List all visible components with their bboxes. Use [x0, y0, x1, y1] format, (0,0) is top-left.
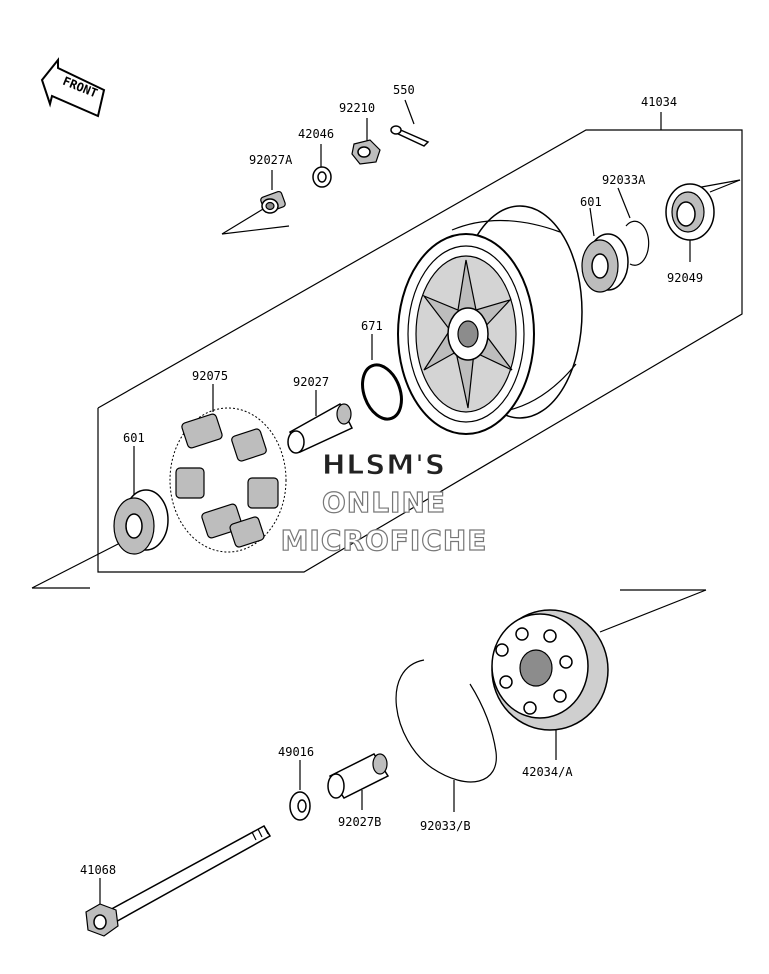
washer-42046-part — [312, 166, 332, 188]
cotter-pin-550-part — [390, 125, 430, 147]
label-41034: 41034 — [641, 95, 677, 109]
front-arrow-icon: FRONT — [40, 57, 106, 118]
watermark-line2: ONLINE — [322, 486, 446, 519]
label-92049: 92049 — [667, 271, 703, 285]
label-41068: 41068 — [80, 863, 116, 877]
label-92075: 92075 — [192, 369, 228, 383]
label-601-left: 601 — [123, 431, 145, 445]
sprocket-42034a-part — [491, 609, 609, 731]
circlip-92033a-part — [625, 220, 650, 266]
label-92027a: 92027A — [249, 153, 293, 167]
label-49016: 49016 — [278, 745, 314, 759]
washer-49016-part — [289, 791, 311, 821]
label-92210: 92210 — [339, 101, 375, 115]
collar-92027-part — [287, 402, 354, 454]
circlip-92033b-part — [395, 659, 497, 783]
leader-lines — [31, 99, 741, 910]
o-ring-671-part — [361, 363, 403, 421]
part-labels: 41034 550 92210 42046 92027A 92033A 601 … — [80, 83, 703, 877]
bearing-601-top-part — [581, 233, 629, 293]
watermark-line3: MICROFICHE — [281, 524, 488, 557]
bearing-601-left-part — [113, 489, 169, 555]
nut-92210-part — [351, 139, 381, 165]
label-92027: 92027 — [293, 375, 329, 389]
label-92033a: 92033A — [602, 173, 646, 187]
collar-92027b-part — [327, 753, 390, 799]
label-92027b: 92027B — [338, 815, 381, 829]
label-42046: 42046 — [298, 127, 334, 141]
damper-rubber-92075-part — [169, 407, 287, 553]
oil-seal-92049-part — [665, 183, 715, 241]
label-550: 550 — [393, 83, 415, 97]
hub-assembly-outline — [97, 129, 743, 573]
axle-41068-part — [85, 824, 272, 937]
watermark: HLSM'S ONLINE MICROFICHE — [280, 448, 488, 558]
label-92033b: 92033/B — [420, 819, 471, 833]
wheel-rim-part — [397, 205, 583, 435]
label-671: 671 — [361, 319, 383, 333]
label-601-top: 601 — [580, 195, 602, 209]
label-42034a: 42034/A — [522, 765, 573, 779]
collar-92027a-part — [260, 190, 286, 214]
watermark-line1: HLSM'S — [322, 448, 446, 481]
